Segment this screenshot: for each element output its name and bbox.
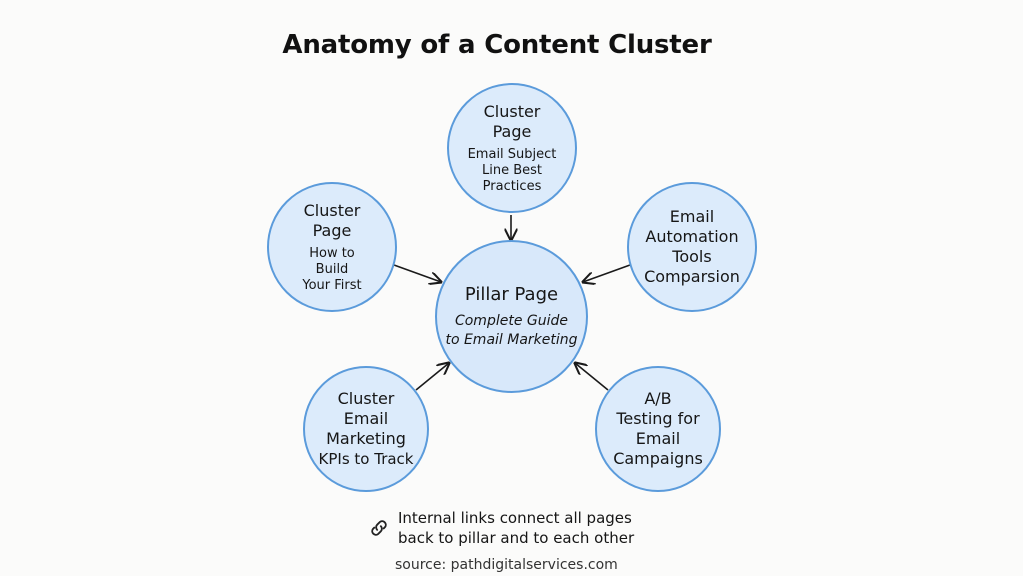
pillar-subtitle-line: Complete Guide <box>454 312 569 329</box>
cluster-sub-line: Practices <box>482 178 542 194</box>
cluster-heading-line: Automation <box>645 227 739 246</box>
link-icon <box>371 520 387 536</box>
internal-links-note: Internal links connect all pages back to… <box>368 508 638 548</box>
pillar-subtitle-line: to Email Marketing <box>445 331 578 348</box>
cluster-heading-line: Page <box>492 121 532 141</box>
cluster-heading-line: Cluster <box>337 389 395 408</box>
cluster-heading-line: Testing for <box>616 409 700 428</box>
note-line: back to pillar and to each other <box>398 529 635 547</box>
cluster-heading-line: A/B <box>644 389 672 408</box>
cluster-heading-line: Email <box>343 409 389 428</box>
arrow-right-to-pillar <box>583 264 631 282</box>
cluster-sub-line: Build <box>315 261 349 277</box>
cluster-heading-line: Cluster <box>483 101 541 121</box>
cluster-node-bottom-right: A/B Testing for Email Campaigns <box>595 366 721 492</box>
cluster-sub-line: Line Best <box>481 162 542 178</box>
source-credit: source: pathdigitalservices.com <box>395 557 618 573</box>
cluster-heading-line: Marketing <box>326 429 406 448</box>
cluster-heading-line: Page <box>312 220 352 240</box>
cluster-node-top: Cluster Page Email Subject Line Best Pra… <box>447 83 577 213</box>
diagram-title: Anatomy of a Content Cluster <box>282 30 712 60</box>
pillar-page-node: Pillar Page Complete Guide to Email Mark… <box>435 240 588 393</box>
cluster-node-left: Cluster Page How to Build Your First <box>267 182 397 312</box>
pillar-heading: Pillar Page <box>464 283 559 305</box>
cluster-node-right: Email Automation Tools Comparsion <box>627 182 757 312</box>
cluster-sub-line: Your First <box>302 277 362 293</box>
cluster-heading-line: Tools <box>672 247 712 266</box>
cluster-sub-line: How to <box>309 245 355 261</box>
cluster-node-bottom-left: Cluster Email Marketing KPIs to Track <box>303 366 429 492</box>
cluster-heading-line: Comparsion <box>644 267 740 286</box>
arrow-bottom-right-to-pillar <box>575 363 609 391</box>
arrow-left-to-pillar <box>393 264 441 282</box>
cluster-sub-line: KPIs to Track <box>318 450 414 468</box>
note-line: Internal links connect all pages <box>398 509 632 527</box>
cluster-heading-line: Email <box>635 429 681 448</box>
cluster-sub-line: Email Subject <box>467 146 557 162</box>
cluster-heading-line: Cluster <box>303 200 361 220</box>
cluster-heading-line: Email <box>669 207 715 226</box>
cluster-heading-line: Campaigns <box>613 449 703 468</box>
arrow-bottom-left-to-pillar <box>415 363 449 391</box>
